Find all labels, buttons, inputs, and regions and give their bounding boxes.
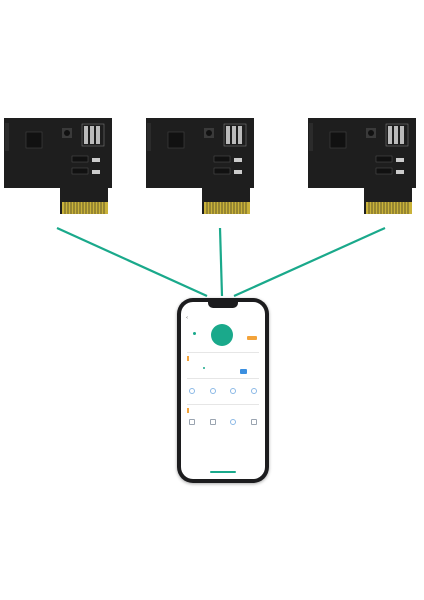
pcie-board-left — [4, 118, 114, 218]
setting-icon[interactable] — [209, 419, 216, 425]
monitor-icon — [240, 369, 247, 374]
home-indicator — [210, 471, 236, 473]
control-icon[interactable] — [230, 388, 237, 394]
line-middle — [218, 227, 224, 297]
line-right — [233, 226, 386, 298]
setting-icon[interactable] — [250, 419, 257, 425]
section-marker — [187, 356, 189, 361]
pcie-board-right — [308, 118, 418, 218]
chevron-left-icon[interactable]: ‹ — [186, 315, 188, 321]
control-icon[interactable] — [189, 388, 195, 394]
control-icon[interactable] — [250, 388, 257, 394]
smartphone: ‹ — [177, 298, 269, 483]
section-marker — [187, 408, 189, 413]
control-icon[interactable] — [209, 388, 216, 394]
setting-icon[interactable] — [189, 419, 195, 425]
status-badge — [247, 336, 257, 340]
phone-notch — [208, 302, 238, 308]
divider — [187, 352, 259, 353]
settings-icon-row — [189, 419, 257, 425]
control-icon-row — [189, 388, 257, 394]
line-left — [56, 226, 208, 298]
setting-icon[interactable] — [230, 419, 237, 425]
status-gauge — [211, 324, 233, 346]
divider — [187, 404, 259, 405]
indicator-dot — [193, 332, 196, 335]
indicator-dot — [203, 367, 205, 369]
phone-screen: ‹ — [181, 302, 265, 479]
divider — [187, 378, 259, 379]
pcie-board-middle — [146, 118, 256, 218]
app-nav-bar: ‹ — [181, 314, 265, 322]
